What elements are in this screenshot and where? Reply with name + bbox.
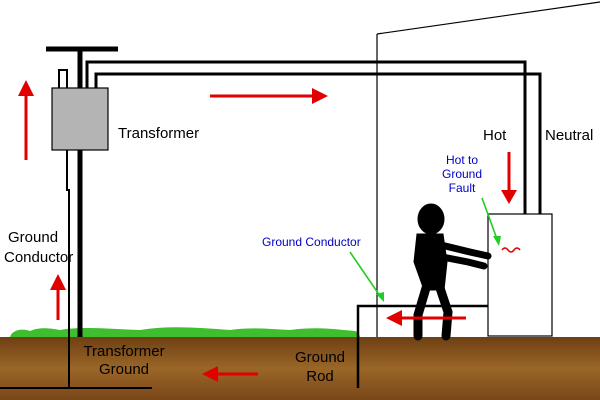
pointer-ground-conductor bbox=[349, 251, 384, 302]
transformer-box bbox=[51, 87, 109, 151]
ground-rod-line1: Ground bbox=[295, 349, 345, 366]
ground-rod-line2: Rod bbox=[306, 368, 334, 385]
arrow-up-ground-conductor bbox=[50, 274, 66, 320]
neutral-wire bbox=[94, 72, 542, 270]
neutral-label: Neutral bbox=[545, 127, 593, 144]
arrow-up-pole-top bbox=[18, 80, 34, 160]
arrow-down-hot bbox=[501, 152, 517, 204]
fault-label-line2: Ground bbox=[442, 167, 482, 181]
soil bbox=[0, 337, 600, 400]
fault-label-line3: Fault bbox=[449, 181, 476, 195]
grass bbox=[10, 327, 360, 337]
ground-conductor-left-line1: Ground bbox=[8, 229, 58, 246]
arrow-left-ground-conductor bbox=[386, 310, 466, 326]
arrow-left-soil bbox=[202, 366, 258, 382]
transformer-label: Transformer bbox=[118, 125, 199, 142]
transformer-ground-line1: Transformer bbox=[83, 343, 164, 360]
ground-conductor-left-line2: Conductor bbox=[4, 249, 73, 266]
appliance-box bbox=[487, 213, 553, 337]
current-arrows bbox=[18, 80, 517, 382]
hot-label: Hot bbox=[483, 127, 507, 144]
ground-conductor-blue-label: Ground Conductor bbox=[262, 235, 361, 249]
arrow-right-top bbox=[210, 88, 328, 104]
house-outline bbox=[376, 1, 600, 337]
fault-spark-icon bbox=[501, 247, 521, 253]
green-pointers bbox=[349, 197, 501, 302]
person-touching-appliance-icon bbox=[413, 203, 492, 341]
pointer-fault bbox=[481, 197, 501, 246]
hot-wire bbox=[85, 60, 527, 225]
fault-label-line1: Hot to bbox=[446, 153, 478, 167]
transformer-ground-line2: Ground bbox=[99, 361, 149, 378]
